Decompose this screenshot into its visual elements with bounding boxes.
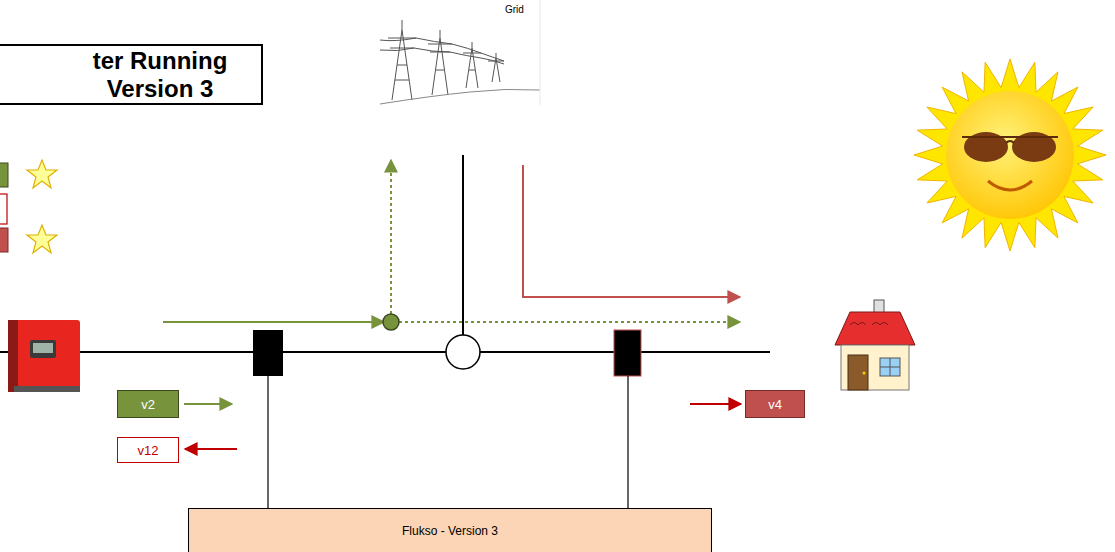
value-box: v2 [117,390,179,418]
value-box: v4 [745,390,805,418]
grid-pylons [380,0,540,105]
node-text: v4 [768,397,782,412]
node-text: v2 [141,397,155,412]
title-box: ter Running Version 3 [0,44,263,105]
meter-box: Flukso - Version 3 [188,508,712,552]
star [27,160,57,188]
current-clamp [253,330,283,376]
house-icon [835,300,915,390]
value-box: v12 [117,437,179,463]
power-flows [163,160,741,449]
grid-label: Grid [505,4,524,15]
wiring [0,155,770,508]
diagram-title: ter Running Version 3 [75,47,245,103]
inverter-icon [8,320,80,392]
node-text: Flukso - Version 3 [402,524,498,538]
node-text: v12 [138,443,159,458]
star [27,225,57,253]
sun-icon [914,59,1106,251]
legend-samples [0,160,57,253]
current-clamp [614,330,641,376]
